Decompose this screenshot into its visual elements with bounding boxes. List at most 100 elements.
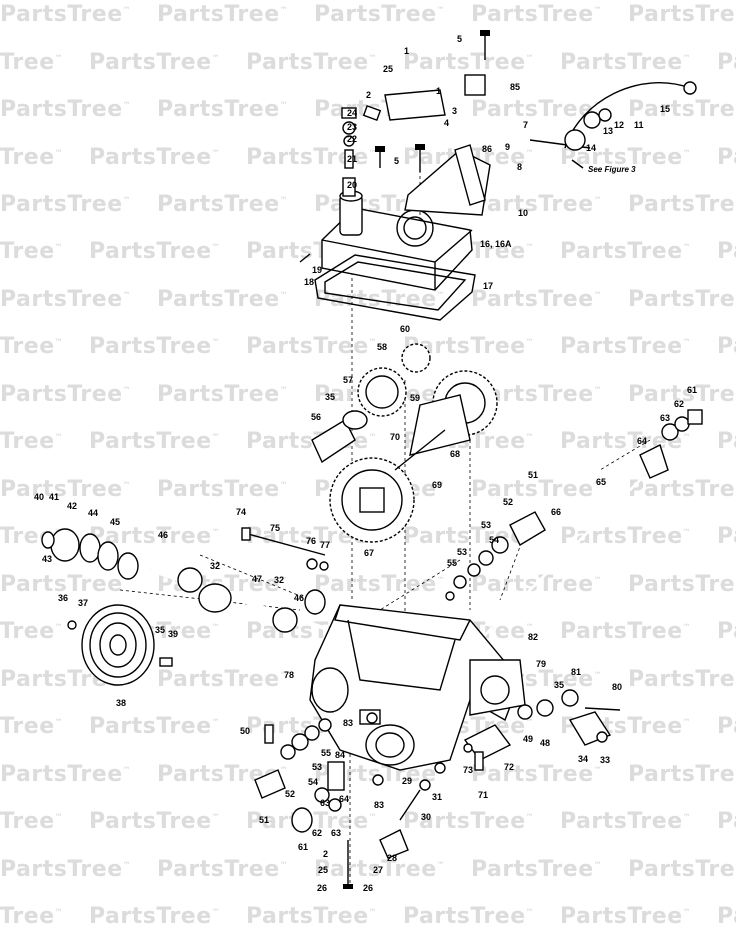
part-callout-51: 51: [259, 815, 269, 825]
watermark-text: PartsTree™: [314, 2, 446, 27]
part-callout-39: 39: [168, 629, 178, 639]
part-callout-49: 49: [523, 734, 533, 744]
part-callout-48: 48: [540, 738, 550, 748]
detent-spring-stack: [341, 105, 382, 197]
part-callout-10: 10: [518, 208, 528, 218]
part-callout-85: 85: [510, 82, 520, 92]
part-callout-52: 52: [503, 497, 513, 507]
watermark-text: PartsTree™: [560, 904, 692, 929]
watermark-text: PartsTree™: [0, 382, 132, 407]
part-callout-14: 14: [586, 143, 596, 153]
watermark-text: PartsTree™: [628, 572, 736, 597]
part-callout-65: 65: [596, 477, 606, 487]
shift-lever-plate: [384, 74, 486, 121]
watermark-text: PartsTree™: [0, 287, 132, 312]
drive-shaft-left: [41, 528, 331, 633]
part-callout-51: 51: [528, 470, 538, 480]
part-callout-83: 83: [374, 800, 384, 810]
watermark-text: PartsTree™: [717, 904, 736, 929]
watermark-text: PartsTree™: [157, 382, 289, 407]
watermark-text: PartsTree™: [717, 239, 736, 264]
cover-bolts: [299, 30, 490, 263]
part-callout-52: 52: [285, 789, 295, 799]
part-callout-63: 63: [660, 413, 670, 423]
part-callout-37: 37: [78, 598, 88, 608]
watermark-text: PartsTree™: [0, 145, 64, 170]
part-callout-73: 73: [463, 765, 473, 775]
part-callout-7: 7: [523, 120, 528, 130]
part-callout-31: 31: [432, 792, 442, 802]
watermark-text: PartsTree™: [157, 192, 289, 217]
part-callout-23: 23: [347, 122, 357, 132]
part-callout-60: 60: [400, 324, 410, 334]
watermark-text: PartsTree™: [717, 429, 736, 454]
watermark-text: PartsTree™: [314, 572, 446, 597]
watermark-text: PartsTree™: [0, 809, 64, 834]
part-callout-53: 53: [481, 520, 491, 530]
part-callout-58: 58: [377, 342, 387, 352]
watermark-text: PartsTree™: [717, 50, 736, 75]
watermark-text: PartsTree™: [717, 809, 736, 834]
watermark-text: PartsTree™: [157, 477, 289, 502]
part-callout-81: 81: [571, 667, 581, 677]
watermark-text: PartsTree™: [471, 192, 603, 217]
part-callout-27: 27: [373, 865, 383, 875]
watermark-text: PartsTree™: [0, 97, 132, 122]
part-callout-79: 79: [536, 659, 546, 669]
watermark-text: PartsTree™: [628, 287, 736, 312]
watermark-text: PartsTree™: [0, 762, 132, 787]
part-callout-35: 35: [155, 625, 165, 635]
watermark-text: PartsTree™: [246, 50, 378, 75]
part-callout-42: 42: [67, 501, 77, 511]
part-callout-74: 74: [236, 507, 246, 517]
watermark-text: PartsTree™: [560, 334, 692, 359]
watermark-text: PartsTree™: [0, 714, 64, 739]
part-callout-83: 83: [343, 718, 353, 728]
shift-bracket: [404, 144, 491, 216]
part-callout-25: 25: [383, 64, 393, 74]
watermark-text: PartsTree™: [471, 287, 603, 312]
part-callout-3: 3: [452, 106, 457, 116]
watermark-text: PartsTree™: [628, 477, 736, 502]
part-callout-71: 71: [478, 790, 488, 800]
watermark-text: PartsTree™: [89, 239, 221, 264]
watermark-text: PartsTree™: [471, 857, 603, 882]
part-callout-69: 69: [432, 480, 442, 490]
part-callout-55: 55: [321, 748, 331, 758]
part-callout-40: 40: [34, 492, 44, 502]
part-callout-59: 59: [410, 393, 420, 403]
part-callout-72: 72: [504, 762, 514, 772]
watermark-text: PartsTree™: [560, 239, 692, 264]
watermark-text: PartsTree™: [157, 667, 289, 692]
watermark-text: PartsTree™: [717, 145, 736, 170]
watermark-text: PartsTree™: [89, 429, 221, 454]
watermark-text: PartsTree™: [157, 857, 289, 882]
watermark-text: PartsTree™: [89, 904, 221, 929]
watermark-text: PartsTree™: [89, 809, 221, 834]
part-callout-86: 86: [482, 144, 492, 154]
watermark-text: PartsTree™: [0, 857, 132, 882]
watermark-text: PartsTree™: [628, 2, 736, 27]
watermark-text: PartsTree™: [89, 714, 221, 739]
watermark-text: PartsTree™: [0, 904, 64, 929]
part-callout-9: 9: [505, 142, 510, 152]
watermark-text: PartsTree™: [471, 572, 603, 597]
watermark-text: PartsTree™: [717, 524, 736, 549]
gear-cluster: [311, 343, 498, 543]
part-callout-1: 1: [404, 46, 409, 56]
part-callout-80: 80: [612, 682, 622, 692]
part-callout-21: 21: [347, 154, 357, 164]
part-callout-64: 64: [339, 794, 349, 804]
watermark-text: PartsTree™: [403, 904, 535, 929]
watermark-text: PartsTree™: [717, 619, 736, 644]
part-callout-64: 64: [637, 436, 647, 446]
watermark-text: PartsTree™: [628, 857, 736, 882]
watermark-text: PartsTree™: [403, 809, 535, 834]
lower-right-linkage: [463, 689, 621, 771]
part-callout-84: 84: [335, 750, 345, 760]
watermark-text: PartsTree™: [314, 857, 446, 882]
part-callout-54: 54: [489, 535, 499, 545]
part-callout-12: 12: [614, 120, 624, 130]
watermark-text: PartsTree™: [471, 477, 603, 502]
